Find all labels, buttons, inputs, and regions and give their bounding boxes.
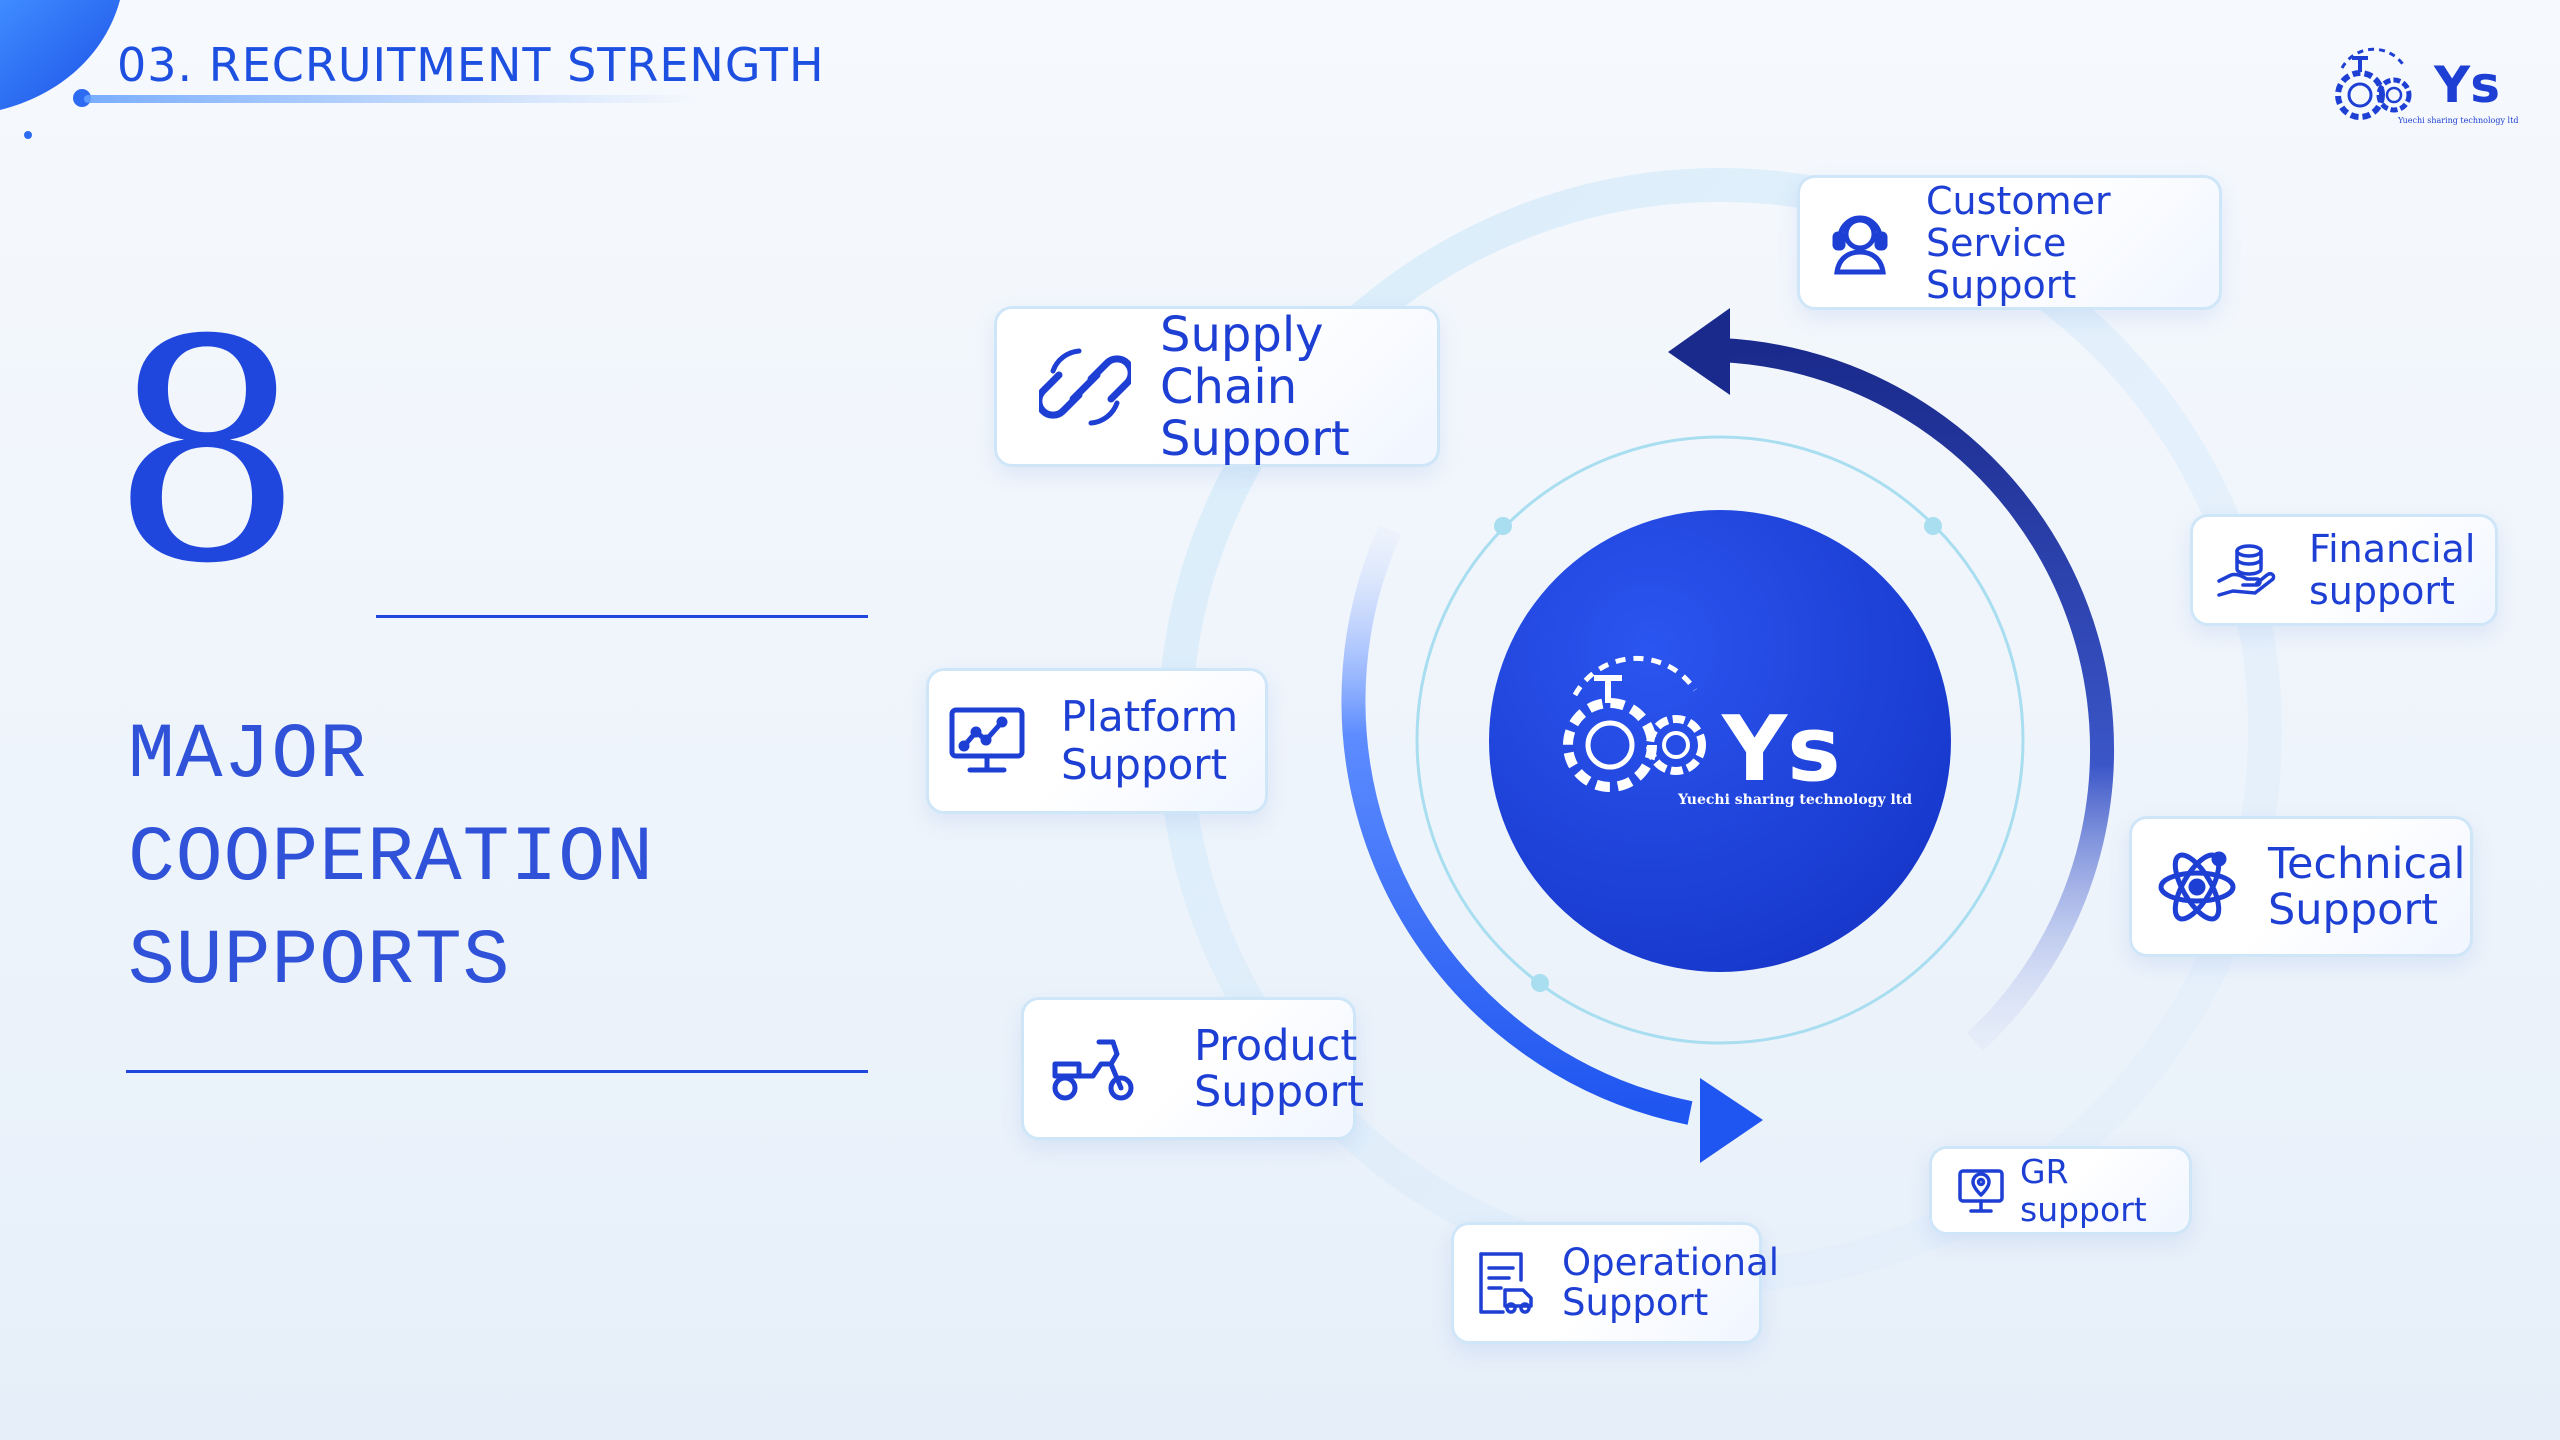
statement-text: MAJOR COOPERATION SUPPORTS <box>128 712 654 1006</box>
hub-logo-mark: Ys <box>1722 697 1841 802</box>
section-title: 03. RECRUITMENT STRENGTH <box>117 38 825 92</box>
company-logo: Ys Yuechi sharing technology ltd <box>2330 40 2518 135</box>
card-label: Product Support <box>1194 1020 1364 1117</box>
card-financial-support: Financial support <box>2190 514 2498 626</box>
scooter-icon <box>1048 1034 1138 1104</box>
support-count: 8 <box>110 275 305 630</box>
ring-dot <box>1924 517 1942 535</box>
card-label: Technical Support <box>2268 838 2466 935</box>
card-label: Supply Chain Support <box>1160 306 1350 467</box>
card-operational-support: Operational Support <box>1451 1222 1779 1344</box>
flow-arrow-right-head <box>1668 308 1730 395</box>
corner-bubble <box>0 0 120 110</box>
ring-dot <box>1531 974 1549 992</box>
card-label: Customer Service Support <box>1926 178 2111 307</box>
monitor-chart-icon <box>947 706 1027 776</box>
hub-logo-icon <box>1563 655 1706 792</box>
flow-arrow-right <box>1719 338 2115 1051</box>
inner-ring <box>1415 435 2025 1045</box>
divider-line <box>126 1070 868 1073</box>
atom-icon <box>2156 847 2238 927</box>
card-product-support: Product Support <box>1021 997 1364 1140</box>
chain-link-icon <box>1037 341 1132 433</box>
headset-agent-icon <box>1824 208 1896 278</box>
card-label: Financial support <box>2309 527 2476 613</box>
hub-circle <box>1489 510 1951 972</box>
card-customer-service-support: Customer Service Support <box>1797 175 2222 310</box>
flow-arrow-left <box>1341 525 1693 1125</box>
card-label: Platform Support <box>1061 692 1239 789</box>
hub-logo-name: Yuechi sharing technology ltd <box>1678 792 1913 808</box>
card-label: Operational Support <box>1562 1241 1780 1324</box>
card-gr-support: GR support <box>1929 1146 2192 1235</box>
document-truck-icon <box>1474 1250 1536 1316</box>
card-technical-support: Technical Support <box>2129 816 2473 957</box>
corner-dot <box>24 131 32 139</box>
company-logo-mark: Ys <box>2434 56 2500 114</box>
flow-arrow-left-head <box>1700 1078 1763 1163</box>
section-title-underline <box>84 95 699 103</box>
card-platform-support: Platform Support <box>926 668 1268 814</box>
ring-dot <box>1494 517 1512 535</box>
card-supply-chain-support: Supply Chain Support <box>994 306 1440 467</box>
card-label: GR support <box>2020 1151 2147 1229</box>
company-logo-icon <box>2335 47 2412 120</box>
location-screen-icon <box>1956 1167 2006 1215</box>
company-logo-name: Yuechi sharing technology ltd <box>2398 116 2519 125</box>
coins-in-hand-icon <box>2213 539 2279 601</box>
divider-line <box>376 615 868 618</box>
